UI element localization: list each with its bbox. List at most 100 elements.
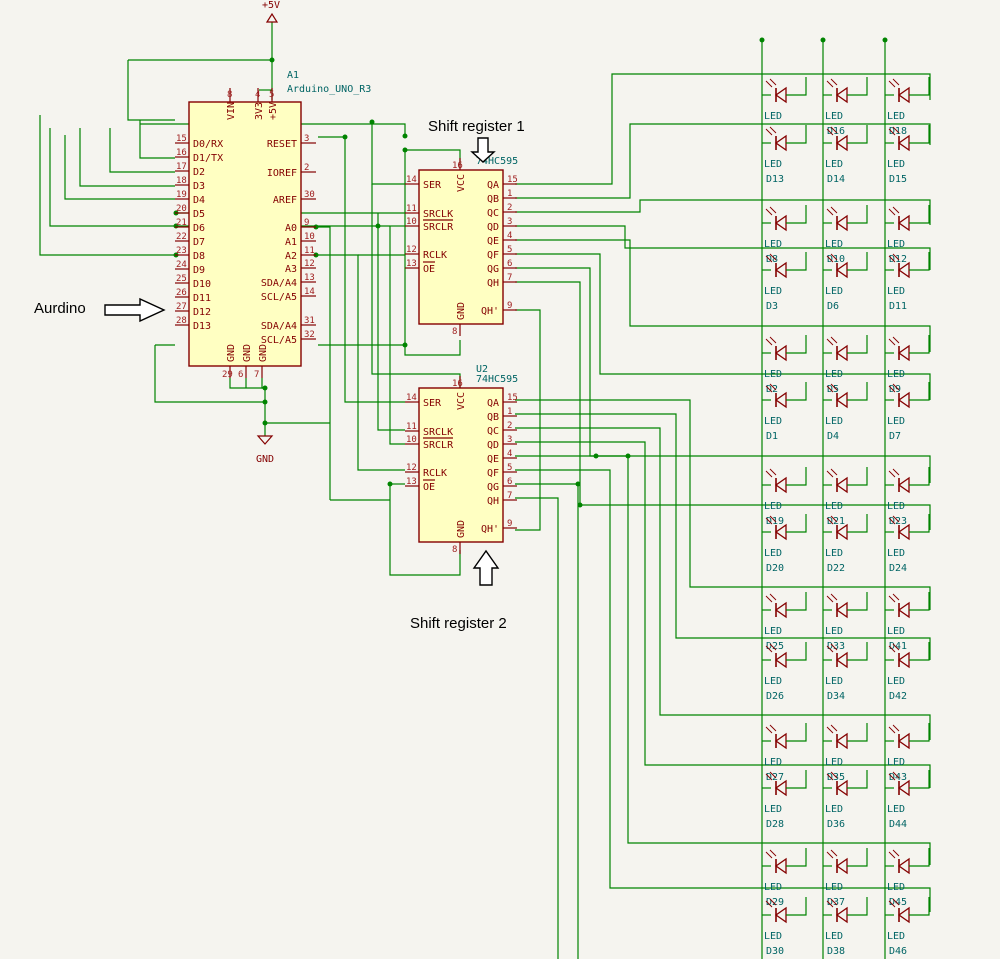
pin-number: 4: [507, 449, 512, 459]
pin-number: 13: [406, 477, 417, 487]
led-value: LED: [887, 286, 905, 297]
led-value: LED: [825, 111, 843, 122]
led-ref: D38: [827, 946, 845, 957]
pin-number: 30: [304, 190, 315, 200]
pin-name: D11: [193, 293, 211, 304]
pin-name: QF: [487, 250, 499, 261]
pin-number: 4: [255, 90, 260, 100]
led-ref: D13: [766, 174, 784, 185]
led-value: LED: [825, 757, 843, 768]
pin-name: RESET: [267, 139, 297, 150]
pin-number: 9: [304, 218, 309, 228]
led-ref: D3: [766, 301, 778, 312]
pin-number: 23: [176, 246, 187, 256]
pin-name: QD: [487, 222, 499, 233]
pin-name: RCLK: [423, 250, 447, 261]
led-value: LED: [887, 501, 905, 512]
led-ref: D33: [827, 641, 845, 652]
led-ref: D9: [889, 384, 901, 395]
led-value: LED: [825, 548, 843, 559]
led-ref: D36: [827, 819, 845, 830]
pin-name: VCC: [456, 174, 467, 192]
led-value: LED: [764, 501, 782, 512]
led-value: LED: [764, 111, 782, 122]
arrow-up-icon: [472, 549, 500, 586]
led-value: LED: [887, 416, 905, 427]
sr2-annotation: Shift register 2: [410, 615, 507, 632]
pin-name: QH': [481, 306, 499, 317]
vcc-symbol: +5V: [262, 0, 280, 23]
pin-number: 8: [227, 90, 232, 100]
led-ref: D8: [766, 254, 778, 265]
pin-name: D2: [193, 167, 205, 178]
led-value: LED: [764, 626, 782, 637]
led-ref: D34: [827, 691, 845, 702]
pin-number: 15: [507, 175, 518, 185]
pin-number: 31: [304, 316, 315, 326]
pin-name: QE: [487, 236, 499, 247]
led[interactable]: LED: [762, 77, 807, 122]
pin-number: 7: [507, 491, 512, 501]
pin-name: D9: [193, 265, 205, 276]
pin-number: 8: [452, 545, 457, 555]
pin-number: 32: [304, 330, 315, 340]
led-value: LED: [887, 676, 905, 687]
led[interactable]: LED D9: [885, 335, 930, 395]
pin-name: GND: [258, 344, 269, 362]
arduino-annotation: Aurdino: [34, 300, 86, 317]
led-ref: D37: [827, 897, 845, 908]
led-ref: D29: [766, 897, 784, 908]
led-value: LED: [887, 369, 905, 380]
sr1-annotation: Shift register 1: [428, 118, 525, 135]
led[interactable]: LED D38: [823, 897, 868, 957]
led-value: LED: [825, 931, 843, 942]
led-value: LED: [825, 501, 843, 512]
pin-name: SCL/A5: [261, 292, 297, 303]
pin-name: D8: [193, 251, 205, 262]
pin-number: 29: [222, 370, 233, 380]
pin-name: QH: [487, 496, 499, 507]
